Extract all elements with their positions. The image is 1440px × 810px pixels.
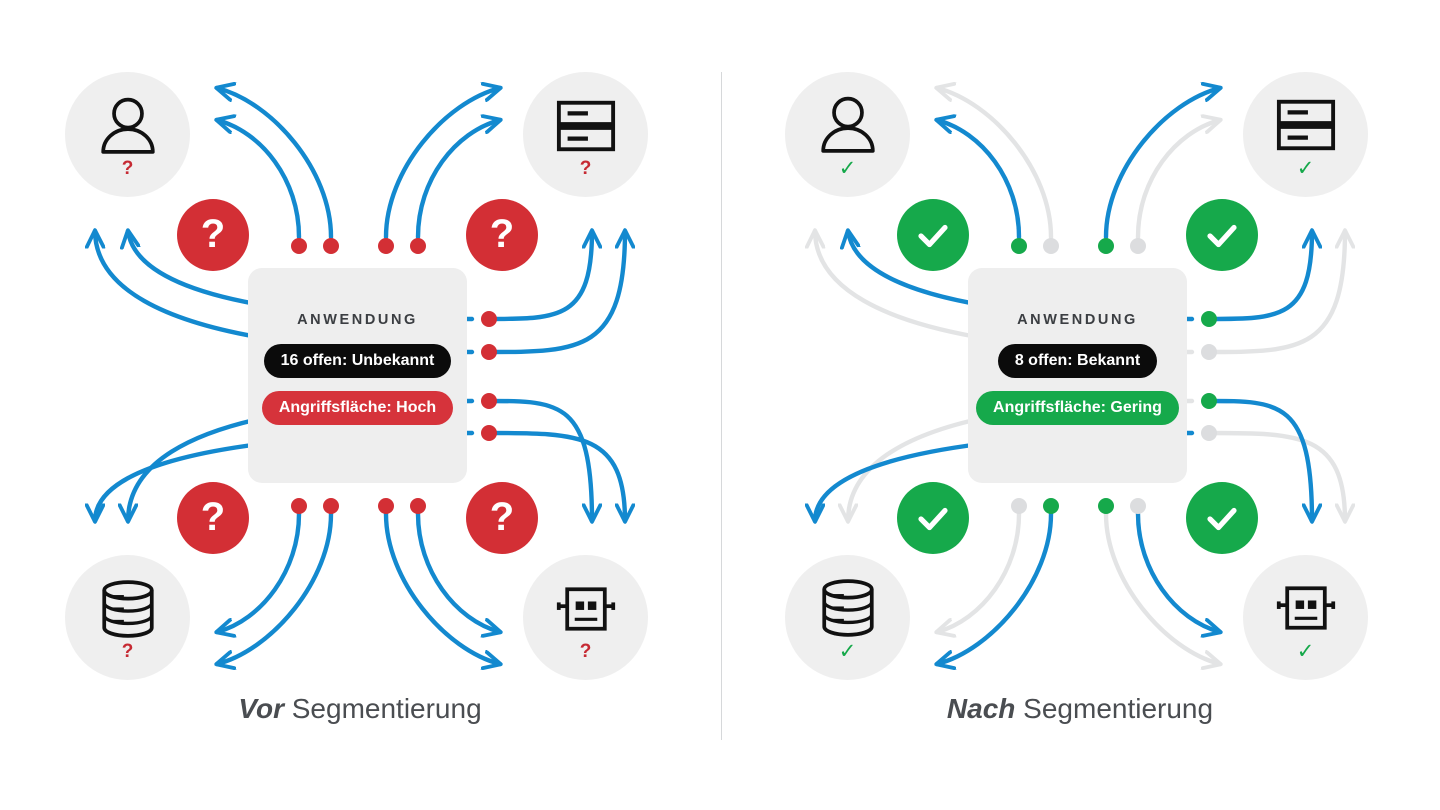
node-database-after[interactable]: ✓ [785, 555, 910, 680]
node-mark: ? [121, 157, 134, 179]
status-badge-ok-bottom-left[interactable] [897, 482, 969, 554]
check-icon [1207, 224, 1237, 248]
panel-after-segmentation: ✓ ✓ ✓ [720, 0, 1440, 810]
question-mark-icon: ? [200, 211, 226, 256]
server-icon [1276, 99, 1335, 150]
node-user-before[interactable]: ? [65, 72, 190, 197]
database-icon [821, 578, 874, 637]
status-badge-unknown-top-left[interactable]: ? [177, 199, 249, 271]
database-icon [101, 579, 154, 638]
caption-after: Nach Segmentierung [720, 693, 1440, 725]
status-badge-unknown-bottom-right[interactable]: ? [466, 482, 538, 554]
application-card-before: ANWENDUNG 16 offen: Unbekannt Angriffsfl… [248, 268, 467, 483]
caption-emphasis: Nach [946, 693, 1016, 724]
node-mark: ✓ [838, 639, 857, 663]
status-badge-unknown-bottom-left[interactable]: ? [177, 482, 249, 554]
risk-pill: Angriffsfläche: Hoch [261, 391, 454, 425]
node-mark: ? [579, 157, 592, 179]
node-mark: ✓ [838, 156, 857, 180]
node-mark: ? [121, 640, 134, 662]
question-mark-icon: ? [489, 494, 515, 539]
node-server-after[interactable]: ✓ [1243, 72, 1368, 197]
user-icon [820, 96, 875, 153]
caption-rest: Segmentierung [283, 693, 482, 724]
application-card-after: ANWENDUNG 8 offen: Bekannt Angriffsfläch… [968, 268, 1187, 483]
panel-before-segmentation: ? ? ? [0, 72, 720, 725]
check-icon [1207, 507, 1237, 531]
node-mark: ✓ [1296, 639, 1315, 663]
card-title: ANWENDUNG [1017, 312, 1138, 328]
flow-dots-before [291, 238, 497, 514]
server-icon [556, 100, 615, 151]
status-badge-ok-top-right[interactable] [1186, 199, 1258, 271]
node-mark: ? [579, 640, 592, 662]
node-user-after[interactable]: ✓ [785, 72, 910, 197]
caption-rest: Segmentierung [1015, 693, 1214, 724]
status-badge-ok-bottom-right[interactable] [1186, 482, 1258, 554]
robot-icon [1276, 585, 1335, 630]
question-mark-icon: ? [200, 494, 226, 539]
card-title: ANWENDUNG [297, 312, 418, 328]
node-server-before[interactable]: ? [523, 72, 648, 197]
status-pill: 8 offen: Bekannt [997, 344, 1158, 378]
caption-emphasis: Vor [238, 693, 284, 724]
check-icon [918, 224, 948, 248]
node-robot-after[interactable]: ✓ [1243, 555, 1368, 680]
robot-icon [556, 586, 615, 631]
node-robot-before[interactable]: ? [523, 555, 648, 680]
node-mark: ✓ [1296, 156, 1315, 180]
flow-dots-after [1011, 238, 1217, 514]
status-badge-ok-top-left[interactable] [897, 199, 969, 271]
caption-before: Vor Segmentierung [0, 693, 720, 725]
node-database-before[interactable]: ? [65, 555, 190, 680]
question-mark-icon: ? [489, 211, 515, 256]
risk-pill: Angriffsfläche: Gering [976, 391, 1179, 425]
user-icon [100, 97, 155, 154]
status-badge-unknown-top-right[interactable]: ? [466, 199, 538, 271]
status-pill: 16 offen: Unbekannt [263, 344, 452, 378]
check-icon [918, 507, 948, 531]
panel-divider [721, 72, 722, 740]
